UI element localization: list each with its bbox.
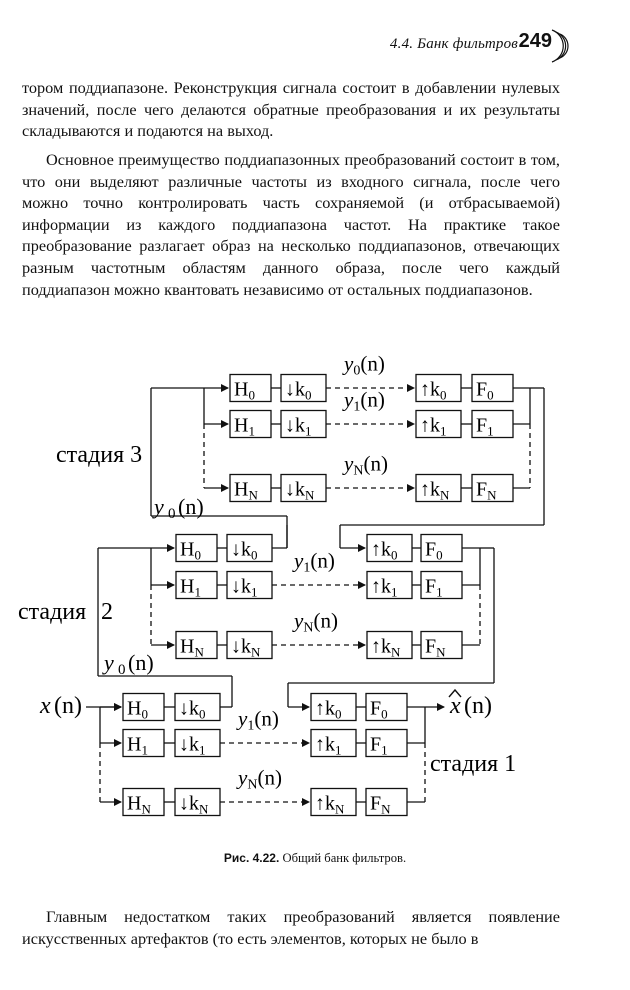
stage1-synthesis-filter-2: FN — [365, 787, 408, 817]
page-number: 249 — [518, 30, 552, 52]
stage2-signal-label-2: yN(n) — [292, 609, 338, 636]
output-signal: x — [449, 693, 461, 719]
stage1-downsampler-2: ↓kN — [174, 787, 221, 817]
stage1-downsampler-1: ↓k1 — [174, 728, 221, 758]
page-number-ornament — [551, 29, 569, 63]
stage3-downsampler-0: ↓k0 — [280, 373, 327, 403]
stage1-analysis-filter-0: H0 — [122, 692, 165, 722]
stage2-upsampler-1: ↑k1 — [366, 570, 413, 600]
stage2-analysis-filter-2: HN — [175, 630, 218, 660]
stage2-downsampler-0: ↓k0 — [226, 533, 273, 563]
running-head: 4.4. Банк фильтров — [389, 36, 518, 52]
stage1-signal-label-2: yN(n) — [236, 766, 282, 793]
stage1-upsampler-2: ↑kN — [310, 787, 357, 817]
output-hat — [448, 688, 462, 698]
stage1-upsampler-1: ↑k1 — [310, 728, 357, 758]
diagram-labels: стадия 3 стадия 2 стадия 1 y 0 (n) y 0 (… — [18, 352, 516, 793]
stage3-signal-label-2: yN(n) — [342, 452, 388, 479]
stage2-synthesis-filter-2: FN — [420, 630, 463, 660]
caption-label: Рис. 4.22. — [223, 851, 280, 865]
stage3-upsampler-2: ↑kN — [415, 473, 462, 503]
stage2-upsampler-0: ↑k0 — [366, 533, 413, 563]
stage2-signal-label-1: y1(n) — [292, 549, 335, 576]
paragraph-2: Основное преимущество поддиапазонных пре… — [22, 150, 560, 299]
stage2-downsampler-2: ↓kN — [226, 630, 273, 660]
stage3-analysis-filter-2: HN — [229, 473, 272, 503]
paragraph-3: Главным недостатком таких преобразований… — [22, 907, 560, 948]
stage2-feed-index: 0 — [118, 662, 126, 678]
stage3-analysis-filter-0: H0 — [229, 373, 272, 403]
stage3-synthesis-filter-2: FN — [471, 473, 514, 503]
stage1-signal-label-1: y1(n) — [236, 707, 279, 734]
stage3-feed-signal: y — [152, 494, 164, 519]
input-signal: x — [39, 693, 51, 719]
stage2-feed-arg: (n) — [128, 650, 154, 675]
stage1-analysis-filter-1: H1 — [122, 728, 165, 758]
output-arg: (n) — [464, 693, 492, 719]
page-header: 4.4. Банк фильтров 249 — [0, 26, 630, 66]
stage2-number: 2 — [101, 599, 113, 625]
stage3-upsampler-0: ↑k0 — [415, 373, 462, 403]
stage3-feed-index: 0 — [168, 506, 176, 522]
stage2-feed-signal: y — [102, 650, 114, 675]
caption-text: Общий банк фильтров. — [282, 851, 407, 865]
stage3-feed-arg: (n) — [178, 494, 204, 519]
stage1-synthesis-filter-0: F0 — [365, 692, 408, 722]
input-arg: (n) — [54, 693, 82, 719]
stage1-label: стадия 1 — [430, 751, 516, 777]
stage3-label: стадия 3 — [56, 442, 142, 468]
stage1-analysis-filter-2: HN — [122, 787, 165, 817]
stage2-label: стадия — [18, 599, 86, 625]
stage3-downsampler-1: ↓k1 — [280, 409, 327, 439]
stage3-synthesis-filter-1: F1 — [471, 409, 514, 439]
stage2-analysis-filter-0: H0 — [175, 533, 218, 563]
stage3-signal-label-1: y1(n) — [342, 388, 385, 415]
stage3-synthesis-filter-0: F0 — [471, 373, 514, 403]
stage1-upsampler-0: ↑k0 — [310, 692, 357, 722]
stage2-synthesis-filter-0: F0 — [420, 533, 463, 563]
figure-caption: Рис. 4.22. Общий банк фильтров. — [0, 851, 630, 866]
stage2-downsampler-1: ↓k1 — [226, 570, 273, 600]
stage3-downsampler-2: ↓kN — [280, 473, 327, 503]
stage1-synthesis-filter-1: F1 — [365, 728, 408, 758]
paragraph-1: тором поддиапазоне. Реконструкция сигнал… — [22, 78, 560, 141]
stage2-synthesis-filter-1: F1 — [420, 570, 463, 600]
stage3-upsampler-1: ↑k1 — [415, 409, 462, 439]
stage2-upsampler-2: ↑kN — [366, 630, 413, 660]
stage3-signal-label-0: y0(n) — [342, 352, 385, 379]
stage2-analysis-filter-1: H1 — [175, 570, 218, 600]
stage1-downsampler-0: ↓k0 — [174, 692, 221, 722]
stage3-analysis-filter-1: H1 — [229, 409, 272, 439]
